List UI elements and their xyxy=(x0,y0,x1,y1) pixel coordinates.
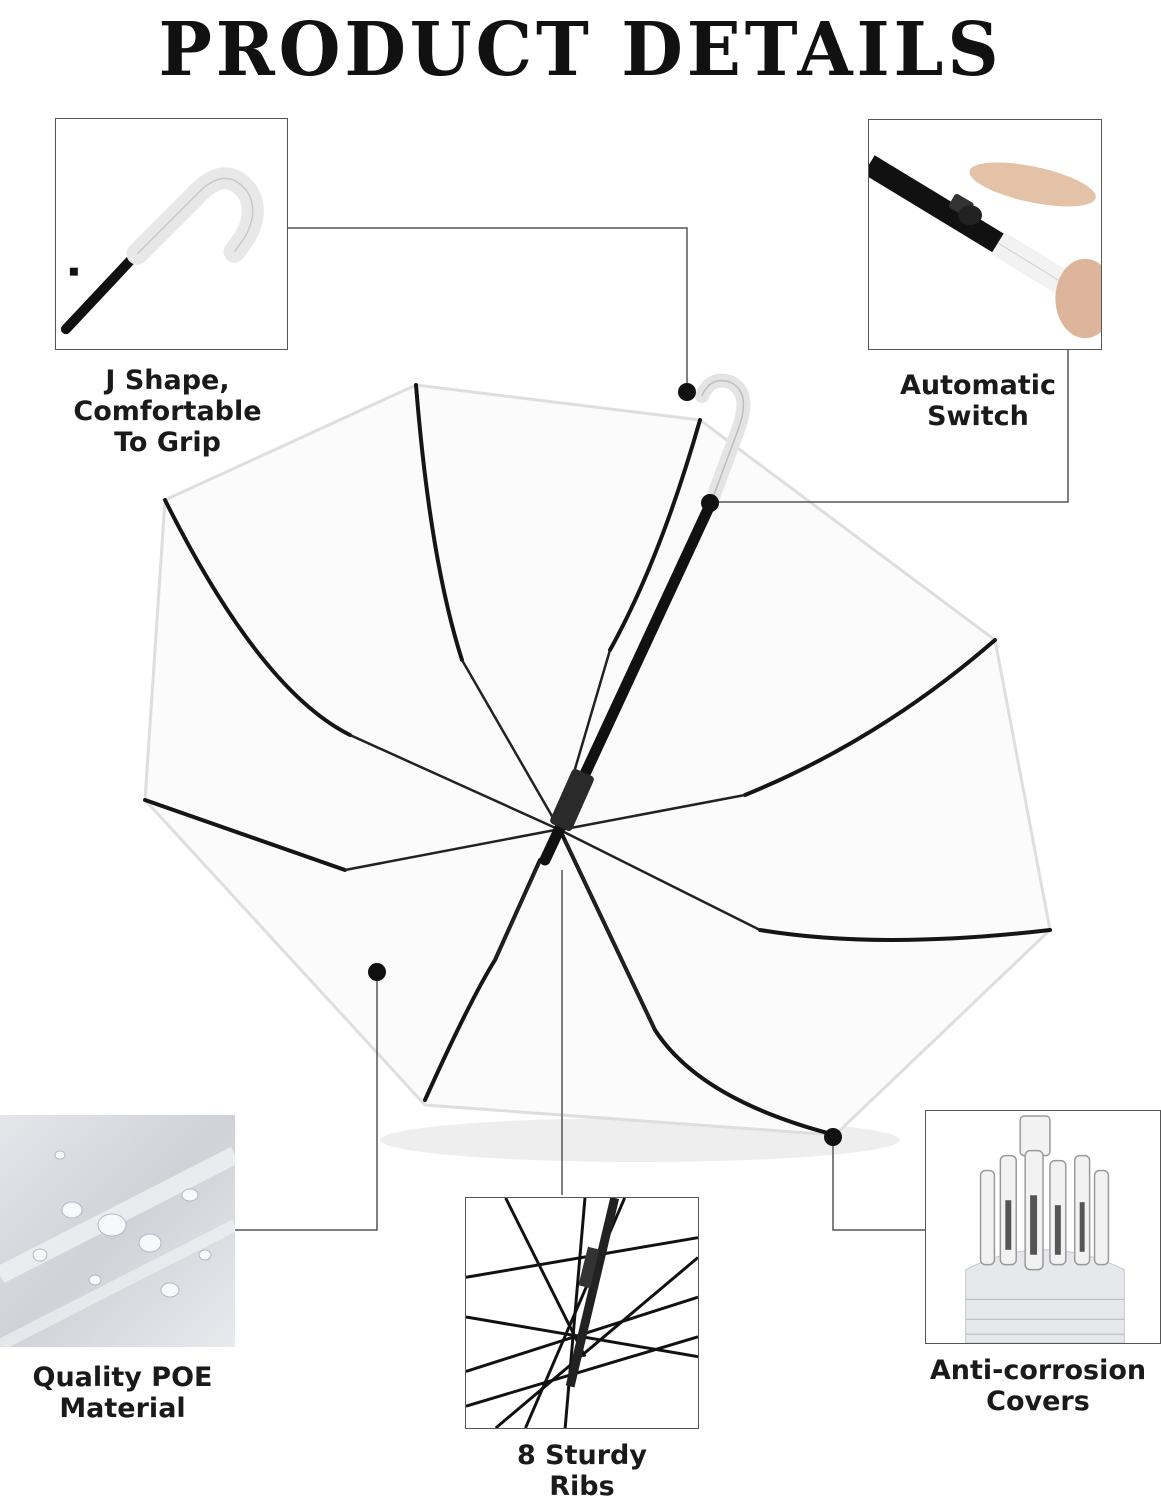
automatic-switch-icon xyxy=(869,155,1101,339)
material-detail-panel xyxy=(0,1115,235,1347)
grip-callout-dot xyxy=(678,383,696,401)
leader-lines xyxy=(235,227,1069,1231)
grip-feature-label: J Shape, Comfortable To Grip xyxy=(40,365,295,458)
ribs-detail-panel xyxy=(465,1197,699,1429)
covers-label-line-2: Covers xyxy=(986,1386,1090,1417)
water-droplets-icon xyxy=(0,1115,235,1347)
material-label-line-1: Quality POE xyxy=(32,1362,213,1393)
rib-tip-covers-icon xyxy=(926,1111,1160,1343)
ribs-label-line-1: 8 Sturdy xyxy=(516,1440,647,1471)
covers-detail-panel xyxy=(925,1110,1161,1344)
umbrella-runner xyxy=(550,768,594,832)
grip-label-line-3: To Grip xyxy=(114,427,221,458)
covers-callout-dot xyxy=(824,1128,842,1146)
covers-feature-label: Anti-corrosion Covers xyxy=(915,1355,1161,1417)
covers-label-line-1: Anti-corrosion xyxy=(929,1355,1147,1386)
material-label-line-2: Material xyxy=(59,1393,186,1424)
material-callout-dot xyxy=(368,963,386,981)
switch-label-line-1: Automatic xyxy=(899,370,1057,401)
switch-detail-panel xyxy=(868,119,1102,350)
grip-label-line-1: J Shape, xyxy=(105,365,230,396)
switch-label-line-2: Switch xyxy=(927,401,1029,432)
page-title: PRODUCT DETAILS xyxy=(158,7,1003,93)
ribs-label-line-2: Ribs xyxy=(549,1471,615,1502)
grip-detail-panel xyxy=(55,118,288,350)
switch-callout-dot xyxy=(701,494,719,512)
umbrella-ribs xyxy=(143,383,1052,1137)
j-handle-icon xyxy=(60,167,264,335)
material-feature-label: Quality POE Material xyxy=(0,1362,245,1424)
ribs-closeup-icon xyxy=(466,1198,698,1428)
switch-feature-label: Automatic Switch xyxy=(868,370,1088,432)
ribs-feature-label: 8 Sturdy Ribs xyxy=(465,1440,699,1502)
grip-label-line-2: Comfortable xyxy=(73,396,262,427)
